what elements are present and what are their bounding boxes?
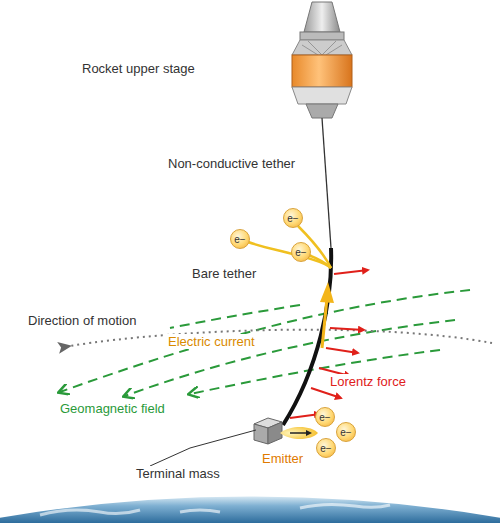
part-label: Non-conductive tether: [166, 156, 297, 171]
electric-current-arrowhead: [320, 282, 334, 303]
electron-symbol: e−: [340, 427, 351, 438]
electron-collection-lines: [248, 226, 331, 268]
geomagnetic-field-lines: [60, 290, 470, 396]
electron-symbol: e−: [295, 247, 306, 258]
electron-circle: e−: [315, 407, 335, 427]
emitter-label: Emitter: [260, 451, 305, 466]
emitter-plume: [280, 427, 318, 439]
part-label: Terminal mass: [134, 466, 222, 481]
part-label: Rocket upper stage: [80, 61, 197, 76]
field-label: Geomagnetic field: [58, 401, 167, 416]
electron-symbol: e−: [320, 443, 331, 454]
earth: [0, 497, 500, 523]
electron-circle: e−: [283, 208, 303, 228]
electron-circle: e−: [291, 242, 311, 262]
terminal-mass: [254, 418, 282, 444]
bare-tether: [283, 248, 331, 425]
part-label: Bare tether: [190, 266, 258, 281]
non-conductive-tether: [322, 118, 331, 248]
current-label: Electric current: [166, 334, 257, 349]
electron-circle: e−: [230, 229, 250, 249]
emitter-arrow: [290, 432, 308, 434]
direction-label: Direction of motion: [26, 313, 138, 328]
cloud: [40, 504, 390, 515]
force-label: Lorentz force: [328, 374, 408, 389]
rocket-upper-stage: [292, 2, 352, 118]
direction-of-motion-line: [70, 330, 492, 346]
electron-symbol: e−: [234, 234, 245, 245]
emitter-arrowhead: [306, 430, 312, 436]
electron-symbol: e−: [319, 412, 330, 423]
electron-circle: e−: [336, 422, 356, 442]
terminal-mass-leader: [150, 430, 256, 466]
electron-symbol: e−: [287, 213, 298, 224]
electron-circle: e−: [316, 438, 336, 458]
electric-current-arrow: [322, 298, 327, 348]
lorentz-force-arrows: [290, 270, 368, 418]
